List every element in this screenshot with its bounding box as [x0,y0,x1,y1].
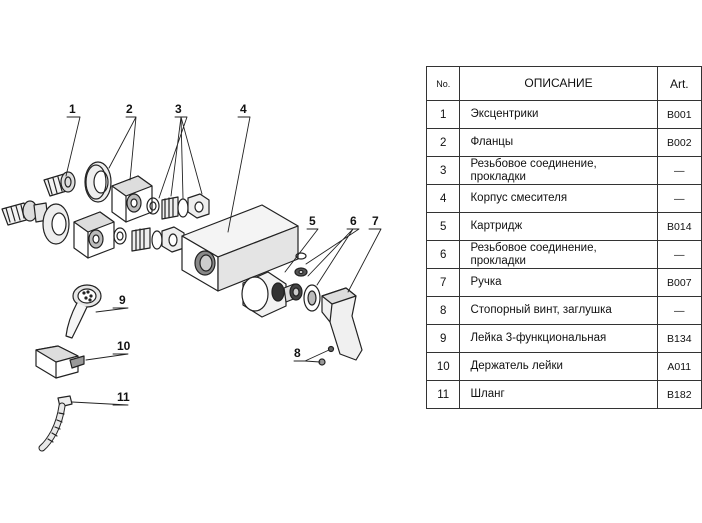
table-row: 8 Стопорный винт, заглушка — [425,296,702,325]
callout-1: 1 [69,102,76,116]
row-article: B007 [656,268,702,297]
eccentric-part-upper [43,171,76,197]
cartridge-part [241,271,297,318]
leader-lines [65,116,382,406]
row-number: 1 [425,100,461,129]
row-description: Резьбовое соединение, прокладки [459,240,658,269]
handle-part [321,287,363,361]
row-description: Фланцы [459,128,658,157]
row-description: Стопорный винт, заглушка [459,296,658,325]
row-article: B002 [656,128,702,157]
callout-9: 9 [119,293,126,307]
row-article: — [656,296,702,325]
row-number: 4 [425,184,461,213]
callout-7: 7 [372,214,379,228]
row-article: — [656,184,702,213]
callout-5: 5 [309,214,316,228]
row-description: Шланг [459,380,658,409]
mixer-body-part [181,204,299,292]
callout-labels: 1 2 3 4 5 6 7 8 9 10 11 [69,102,379,404]
row-article: B014 [656,212,702,241]
shower-holder-part [35,345,85,379]
table-row: 9 Лейка 3-функциональная B134 [425,324,702,353]
eccentric-part-lower [1,200,49,226]
flange-part-upper [84,161,153,223]
row-number: 3 [425,156,461,185]
row-number: 8 [425,296,461,325]
row-description: Картридж [459,212,658,241]
table-row: 7 Ручка B007 [425,268,702,297]
set-screw-plug-part [318,345,335,366]
callout-8: 8 [294,346,301,360]
shower-head-part [65,284,102,339]
column-header-no: No. [425,66,461,101]
threaded-connection-lower [113,226,185,253]
row-number: 7 [425,268,461,297]
row-description: Держатель лейки [459,352,658,381]
row-article: B134 [656,324,702,353]
hose-part [38,395,73,452]
threaded-connection-upper [146,193,210,220]
row-number: 9 [425,324,461,353]
row-article: — [656,156,702,185]
table-row: 1 Эксцентрики B001 [425,100,702,129]
connector-gaskets-part [289,252,321,312]
callout-3: 3 [175,102,182,116]
table-row: 5 Картридж B014 [425,212,702,241]
row-description: Корпус смесителя [459,184,658,213]
row-number: 5 [425,212,461,241]
flange-part-lower [42,203,115,259]
table-row: 4 Корпус смесителя — [425,184,702,213]
row-number: 11 [425,380,461,409]
table-row: 6 Резьбовое соединение, прокладки — [425,240,702,269]
row-article: — [656,240,702,269]
row-number: 6 [425,240,461,269]
table-row: 2 Фланцы B002 [425,128,702,157]
parts-list-table: No. ОПИСАНИЕ Art. 1 Эксцентрики B001 2 Ф… [425,66,702,409]
callout-2: 2 [126,102,133,116]
callout-6: 6 [350,214,357,228]
row-number: 2 [425,128,461,157]
exploded-parts-diagram: 1 2 3 4 5 6 7 8 9 10 11 [1,102,382,452]
row-article: A011 [656,352,702,381]
row-description: Лейка 3-функциональная [459,324,658,353]
row-description: Эксцентрики [459,100,658,129]
row-number: 10 [425,352,461,381]
table-row: 10 Держатель лейки A011 [425,352,702,381]
callout-11: 11 [117,390,130,404]
table-header-row: No. ОПИСАНИЕ Art. [425,66,702,101]
row-description: Ручка [459,268,658,297]
column-header-description: ОПИСАНИЕ [459,66,658,101]
callout-4: 4 [240,102,247,116]
row-description: Резьбовое соединение, прокладки [459,156,658,185]
row-article: B182 [656,380,702,409]
table-row: 11 Шланг B182 [425,380,702,409]
column-header-art: Art. [656,66,702,101]
row-article: B001 [656,100,702,129]
table-row: 3 Резьбовое соединение, прокладки — [425,156,702,185]
callout-10: 10 [117,339,131,353]
